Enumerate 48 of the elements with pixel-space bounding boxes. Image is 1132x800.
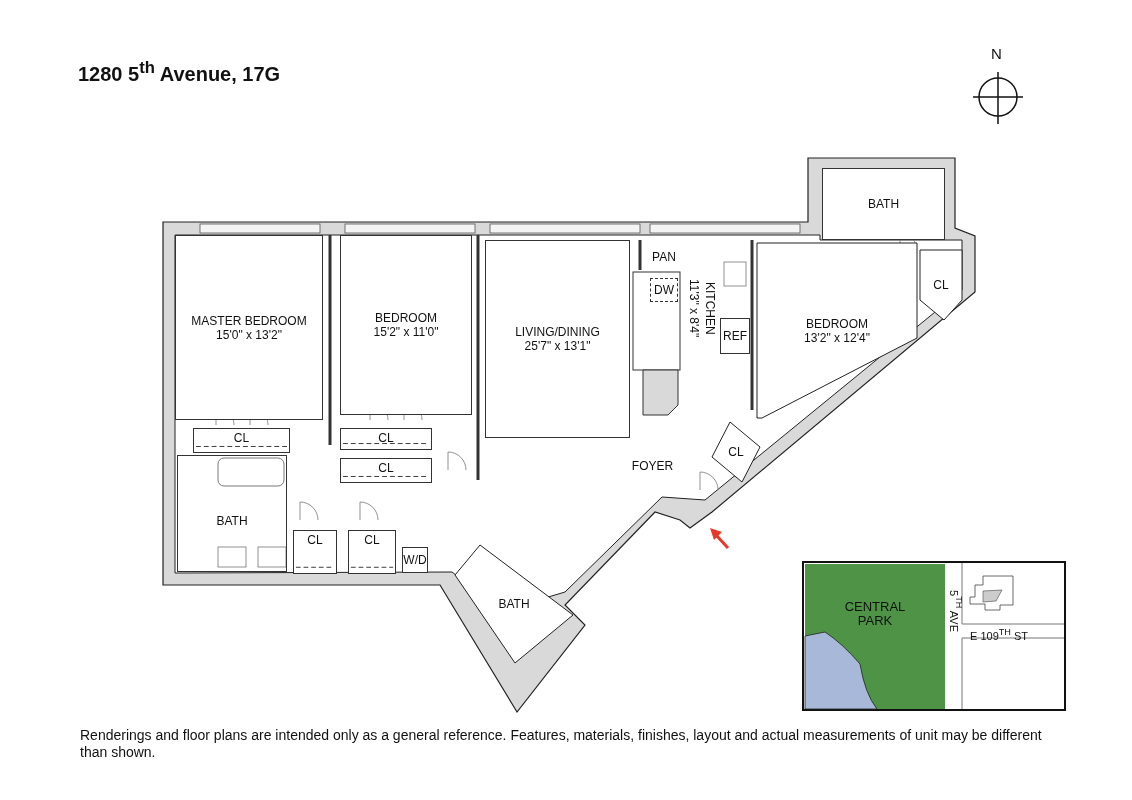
room-name: MASTER BEDROOM <box>191 313 307 328</box>
room-name: LIVING/DINING <box>515 325 600 339</box>
title: 1280 5$^{th}$ Avenue, 17G <box>78 58 281 86</box>
closet-outline <box>340 428 432 450</box>
closet-outline <box>920 250 962 320</box>
room-outline <box>340 235 472 415</box>
appliance-label: PAN <box>652 249 676 264</box>
room-outline <box>822 168 945 240</box>
room-dimensions: 15'2" x 11'0" <box>373 325 439 339</box>
map-area-label: CENTRAL PARK <box>843 600 907 628</box>
room-dimensions: 11'3" x 8'4" <box>686 278 702 338</box>
closet-outline <box>340 458 432 483</box>
disclaimer-text: Renderings and floor plans are intended only as a general reference. Features, materials, finishes, layout and actual measurements of unit may be different than shown. <box>80 727 1043 761</box>
room-dimensions: 25'7" x 13'1" <box>524 339 591 353</box>
closet-label: CL <box>233 431 250 445</box>
room-name: BATH <box>498 597 530 611</box>
park-area <box>805 564 945 709</box>
street-label: E 109$^{TH}$ ST <box>970 626 1029 642</box>
closet-outline <box>293 530 337 574</box>
room-name: BATH <box>216 514 248 528</box>
room-name: BATH <box>867 197 900 211</box>
appliance-outline <box>650 278 678 302</box>
closet-label: CL <box>364 533 380 547</box>
closet-label: CL <box>728 445 744 459</box>
room-name: BEDROOM <box>375 311 437 325</box>
appliance-label: W/D <box>403 553 427 567</box>
closet-outline <box>193 428 290 453</box>
room-name: KITCHEN <box>702 281 718 335</box>
room-outline <box>177 455 287 572</box>
room-outline <box>757 243 917 418</box>
appliance-label: REF <box>723 329 747 343</box>
room-outline <box>455 545 573 663</box>
room-dimensions: 13'2" x 12'4" <box>804 330 870 345</box>
room-name: BEDROOM <box>806 316 868 331</box>
closet-label: CL <box>933 278 949 292</box>
appliance-label: DW <box>654 283 674 297</box>
room-name: FOYER <box>631 459 674 473</box>
room-outline <box>175 235 323 420</box>
appliance-outline <box>402 547 428 573</box>
closet-label: CL <box>378 431 394 445</box>
closet-outline <box>348 530 396 574</box>
closet-outline <box>712 422 760 482</box>
room-dimensions: 15'0" x 13'2" <box>216 327 282 342</box>
closet-label: CL <box>378 461 394 475</box>
room-outline <box>485 240 630 438</box>
north-label: N <box>991 48 1002 60</box>
closet-label: CL <box>307 533 323 547</box>
appliance-outline <box>720 318 750 354</box>
